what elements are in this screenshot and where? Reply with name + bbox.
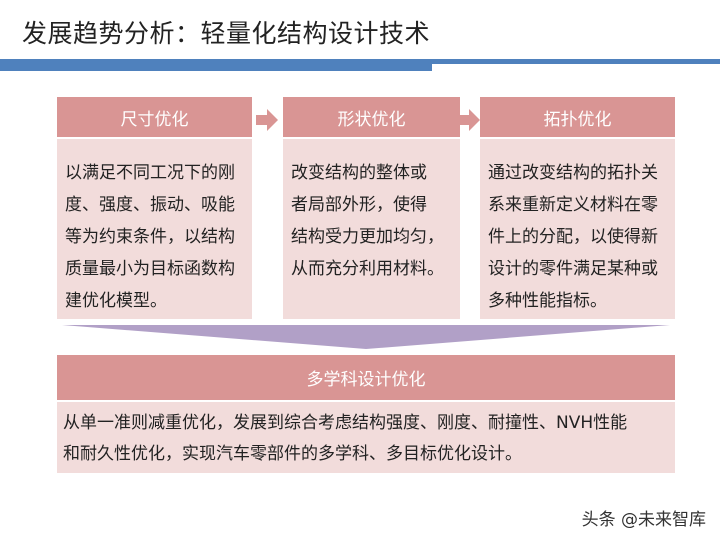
step-card-title: 形状优化 [283,97,460,137]
body-line: 件上的分配，以使得新 [488,227,658,247]
step-card-topology-optimization: 拓扑优化 通过改变结构的拓扑关 系来重新定义材料在零 件上的分配，以使得新 设计… [480,97,675,319]
step-card-body: 改变结构的整体或 者局部外形，使得 结构受力更加均匀， 从而充分利用材料。 [283,139,460,319]
step-card-shape-optimization: 形状优化 改变结构的整体或 者局部外形，使得 结构受力更加均匀， 从而充分利用材… [283,97,460,319]
body-line: 质量最小为目标函数构 [65,259,235,279]
step-card-title: 尺寸优化 [57,97,252,137]
arrow-right-icon [256,109,278,131]
body-line: 系来重新定义材料在零 [488,195,658,215]
summary-card-multidisciplinary: 多学科设计优化 从单一准则减重优化，发展到综合考虑结构强度、刚度、耐撞性、NVH… [57,355,675,473]
watermark: 头条 @未来智库 [581,510,706,530]
body-line: 通过改变结构的拓扑关 [488,163,658,183]
step-card-body: 以满足不同工况下的刚 度、强度、振动、吸能 等为约束条件，以结构 质量最小为目标… [57,139,252,319]
funnel-down-arrow-icon [62,325,670,349]
page-title: 发展趋势分析：轻量化结构设计技术 [22,19,431,48]
body-line: 建优化模型。 [65,291,167,311]
step-card-title: 拓扑优化 [480,97,675,137]
body-line: 从而充分利用材料。 [291,259,444,279]
body-line: 者局部外形，使得 [291,195,427,215]
step-card-body: 通过改变结构的拓扑关 系来重新定义材料在零 件上的分配，以使得新 设计的零件满足… [480,139,675,319]
title-underline-thin [432,59,720,64]
step-card-size-optimization: 尺寸优化 以满足不同工况下的刚 度、强度、振动、吸能 等为约束条件，以结构 质量… [57,97,252,319]
title-underline-thick [0,59,432,71]
body-line: 等为约束条件，以结构 [65,227,235,247]
summary-card-body: 从单一准则减重优化，发展到综合考虑结构强度、刚度、耐撞性、NVH性能 和耐久性优… [57,402,675,473]
body-line: 从单一准则减重优化，发展到综合考虑结构强度、刚度、耐撞性、NVH性能 [63,413,628,433]
summary-card-title: 多学科设计优化 [57,355,675,400]
body-line: 设计的零件满足某种或 [488,259,658,279]
body-line: 多种性能指标。 [488,291,607,311]
body-line: 改变结构的整体或 [291,163,427,183]
arrow-right-icon [458,109,480,131]
body-line: 度、强度、振动、吸能 [65,195,235,215]
body-line: 和耐久性优化，实现汽车零部件的多学科、多目标优化设计。 [63,444,522,464]
body-line: 以满足不同工况下的刚 [65,163,235,183]
body-line: 结构受力更加均匀， [291,227,444,247]
